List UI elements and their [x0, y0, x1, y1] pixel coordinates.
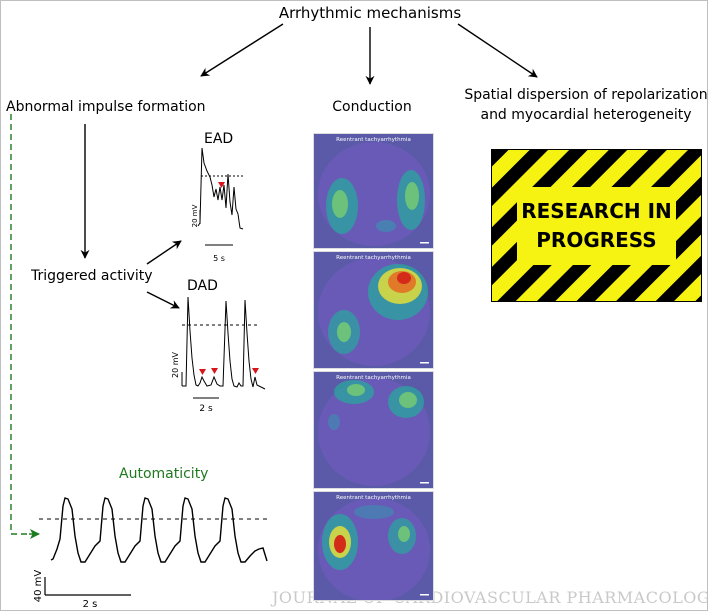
- panel-1-caption: Reentrant tachyarrhythmia: [336, 137, 411, 143]
- dad-y-scale-label: 20 mV: [171, 351, 180, 378]
- dad-trigger-marker-2: [211, 368, 218, 374]
- panel-4-caption: Reentrant tachyarrhythmia: [336, 495, 411, 501]
- dad-trigger-marker-3: [252, 368, 259, 374]
- panel-2-caption: Reentrant tachyarrhythmia: [336, 255, 411, 261]
- automaticity-trace: [50, 497, 268, 563]
- sign-line-2: PROGRESS: [536, 228, 657, 252]
- sign-text: RESEARCH IN PROGRESS: [519, 191, 674, 261]
- automaticity-x-scale-label: 2 s: [83, 599, 98, 610]
- dad-trigger-marker-1: [199, 369, 206, 375]
- ead-x-scale-label: 5 s: [213, 254, 225, 263]
- conduction-panel-2: Reentrant tachyarrhythmia: [313, 251, 434, 369]
- automaticity-label: Automaticity: [119, 466, 208, 482]
- ead-y-scale-label: 20 mV: [191, 204, 199, 227]
- conduction-label: Conduction: [332, 99, 412, 115]
- dad-trace: [182, 296, 266, 390]
- activation-map-2: [314, 252, 433, 368]
- dispersion-label-line2: and myocardial heterogeneity: [480, 107, 691, 123]
- research-in-progress-sign: RESEARCH IN PROGRESS: [491, 149, 702, 302]
- ead-trace: [197, 147, 244, 230]
- arrow-to-abnormal: [200, 23, 284, 77]
- title: Arrhythmic mechanisms: [279, 4, 462, 22]
- dad-label: DAD: [187, 278, 218, 294]
- dispersion-label-line1: Spatial dispersion of repolarization: [464, 87, 707, 103]
- ead-label: EAD: [204, 131, 233, 147]
- dad-x-scale-label: 2 s: [199, 404, 213, 414]
- activation-map-3: [314, 372, 433, 488]
- sign-line-1: RESEARCH IN: [521, 199, 672, 223]
- panel-3-caption: Reentrant tachyarrhythmia: [336, 375, 411, 381]
- conduction-panel-1: Reentrant tachyarrhythmia: [313, 133, 434, 249]
- triggered-activity-label: Triggered activity: [30, 268, 153, 284]
- arrow-to-dad: [146, 291, 180, 309]
- arrow-to-ead: [146, 240, 182, 265]
- hazard-stripes: [491, 149, 702, 302]
- conduction-panel-4: Reentrant tachyarrhythmia: [313, 491, 434, 601]
- automaticity-path: [10, 114, 29, 535]
- ead-trigger-marker: [218, 182, 225, 188]
- arrow-to-dispersion: [457, 23, 538, 78]
- automaticity-y-scale-label: 40 mV: [33, 570, 44, 603]
- conduction-panel-3: Reentrant tachyarrhythmia: [313, 371, 434, 489]
- activation-map-1: [314, 134, 433, 248]
- activation-map-4: [314, 492, 433, 600]
- abnormal-impulse-label: Abnormal impulse formation: [6, 99, 206, 115]
